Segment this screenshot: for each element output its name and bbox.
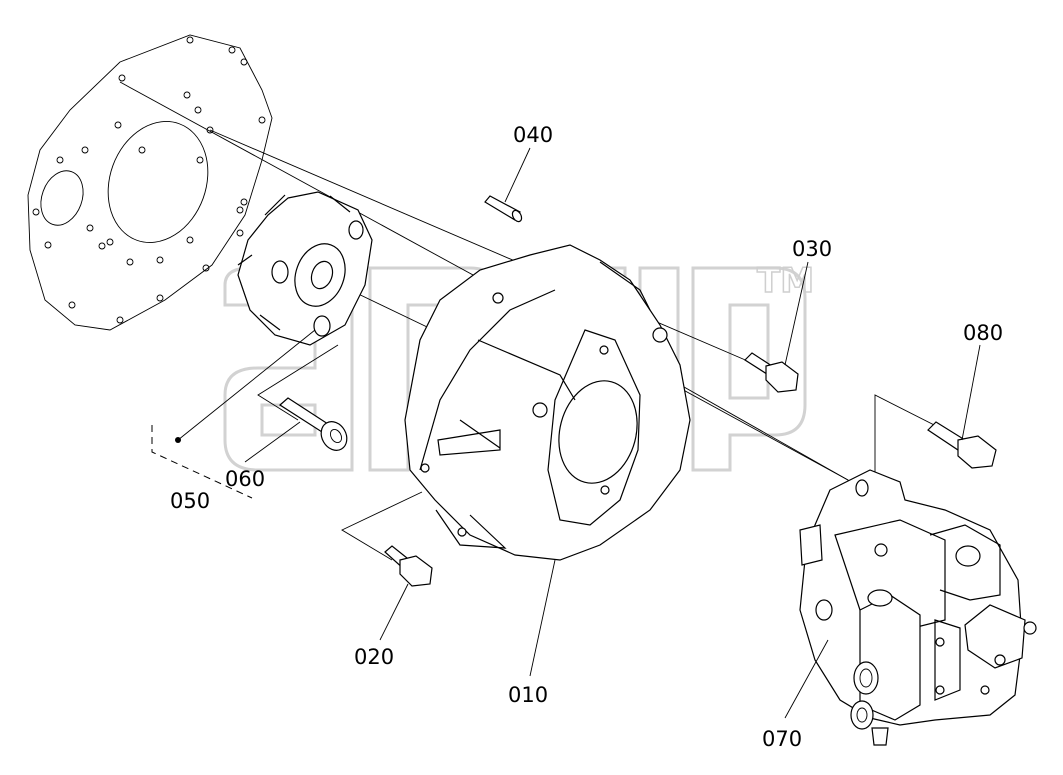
part-label-050: 050	[170, 489, 210, 513]
part-label-030: 030	[792, 237, 832, 261]
part-label-020: 020	[354, 645, 394, 669]
coupling	[237, 191, 373, 346]
flywheel-plate	[27, 34, 273, 331]
pin-040	[484, 195, 523, 223]
bolt-020	[384, 545, 433, 587]
hydraulic-pump	[799, 469, 1037, 746]
flywheel-housing	[404, 244, 691, 561]
bolt-030	[744, 352, 799, 393]
part-label-040: 040	[513, 123, 553, 147]
part-label-010: 010	[508, 683, 548, 707]
part-labels: 040 030 080 060 050 020 010 070	[170, 123, 1003, 751]
part-label-060: 060	[225, 467, 265, 491]
watermark-trademark: TM	[757, 261, 814, 301]
part-label-080: 080	[963, 321, 1003, 345]
part-label-070: 070	[762, 727, 802, 751]
bolt-080	[927, 421, 997, 469]
leader-lines	[177, 147, 981, 719]
cap-screw-060	[279, 397, 348, 451]
